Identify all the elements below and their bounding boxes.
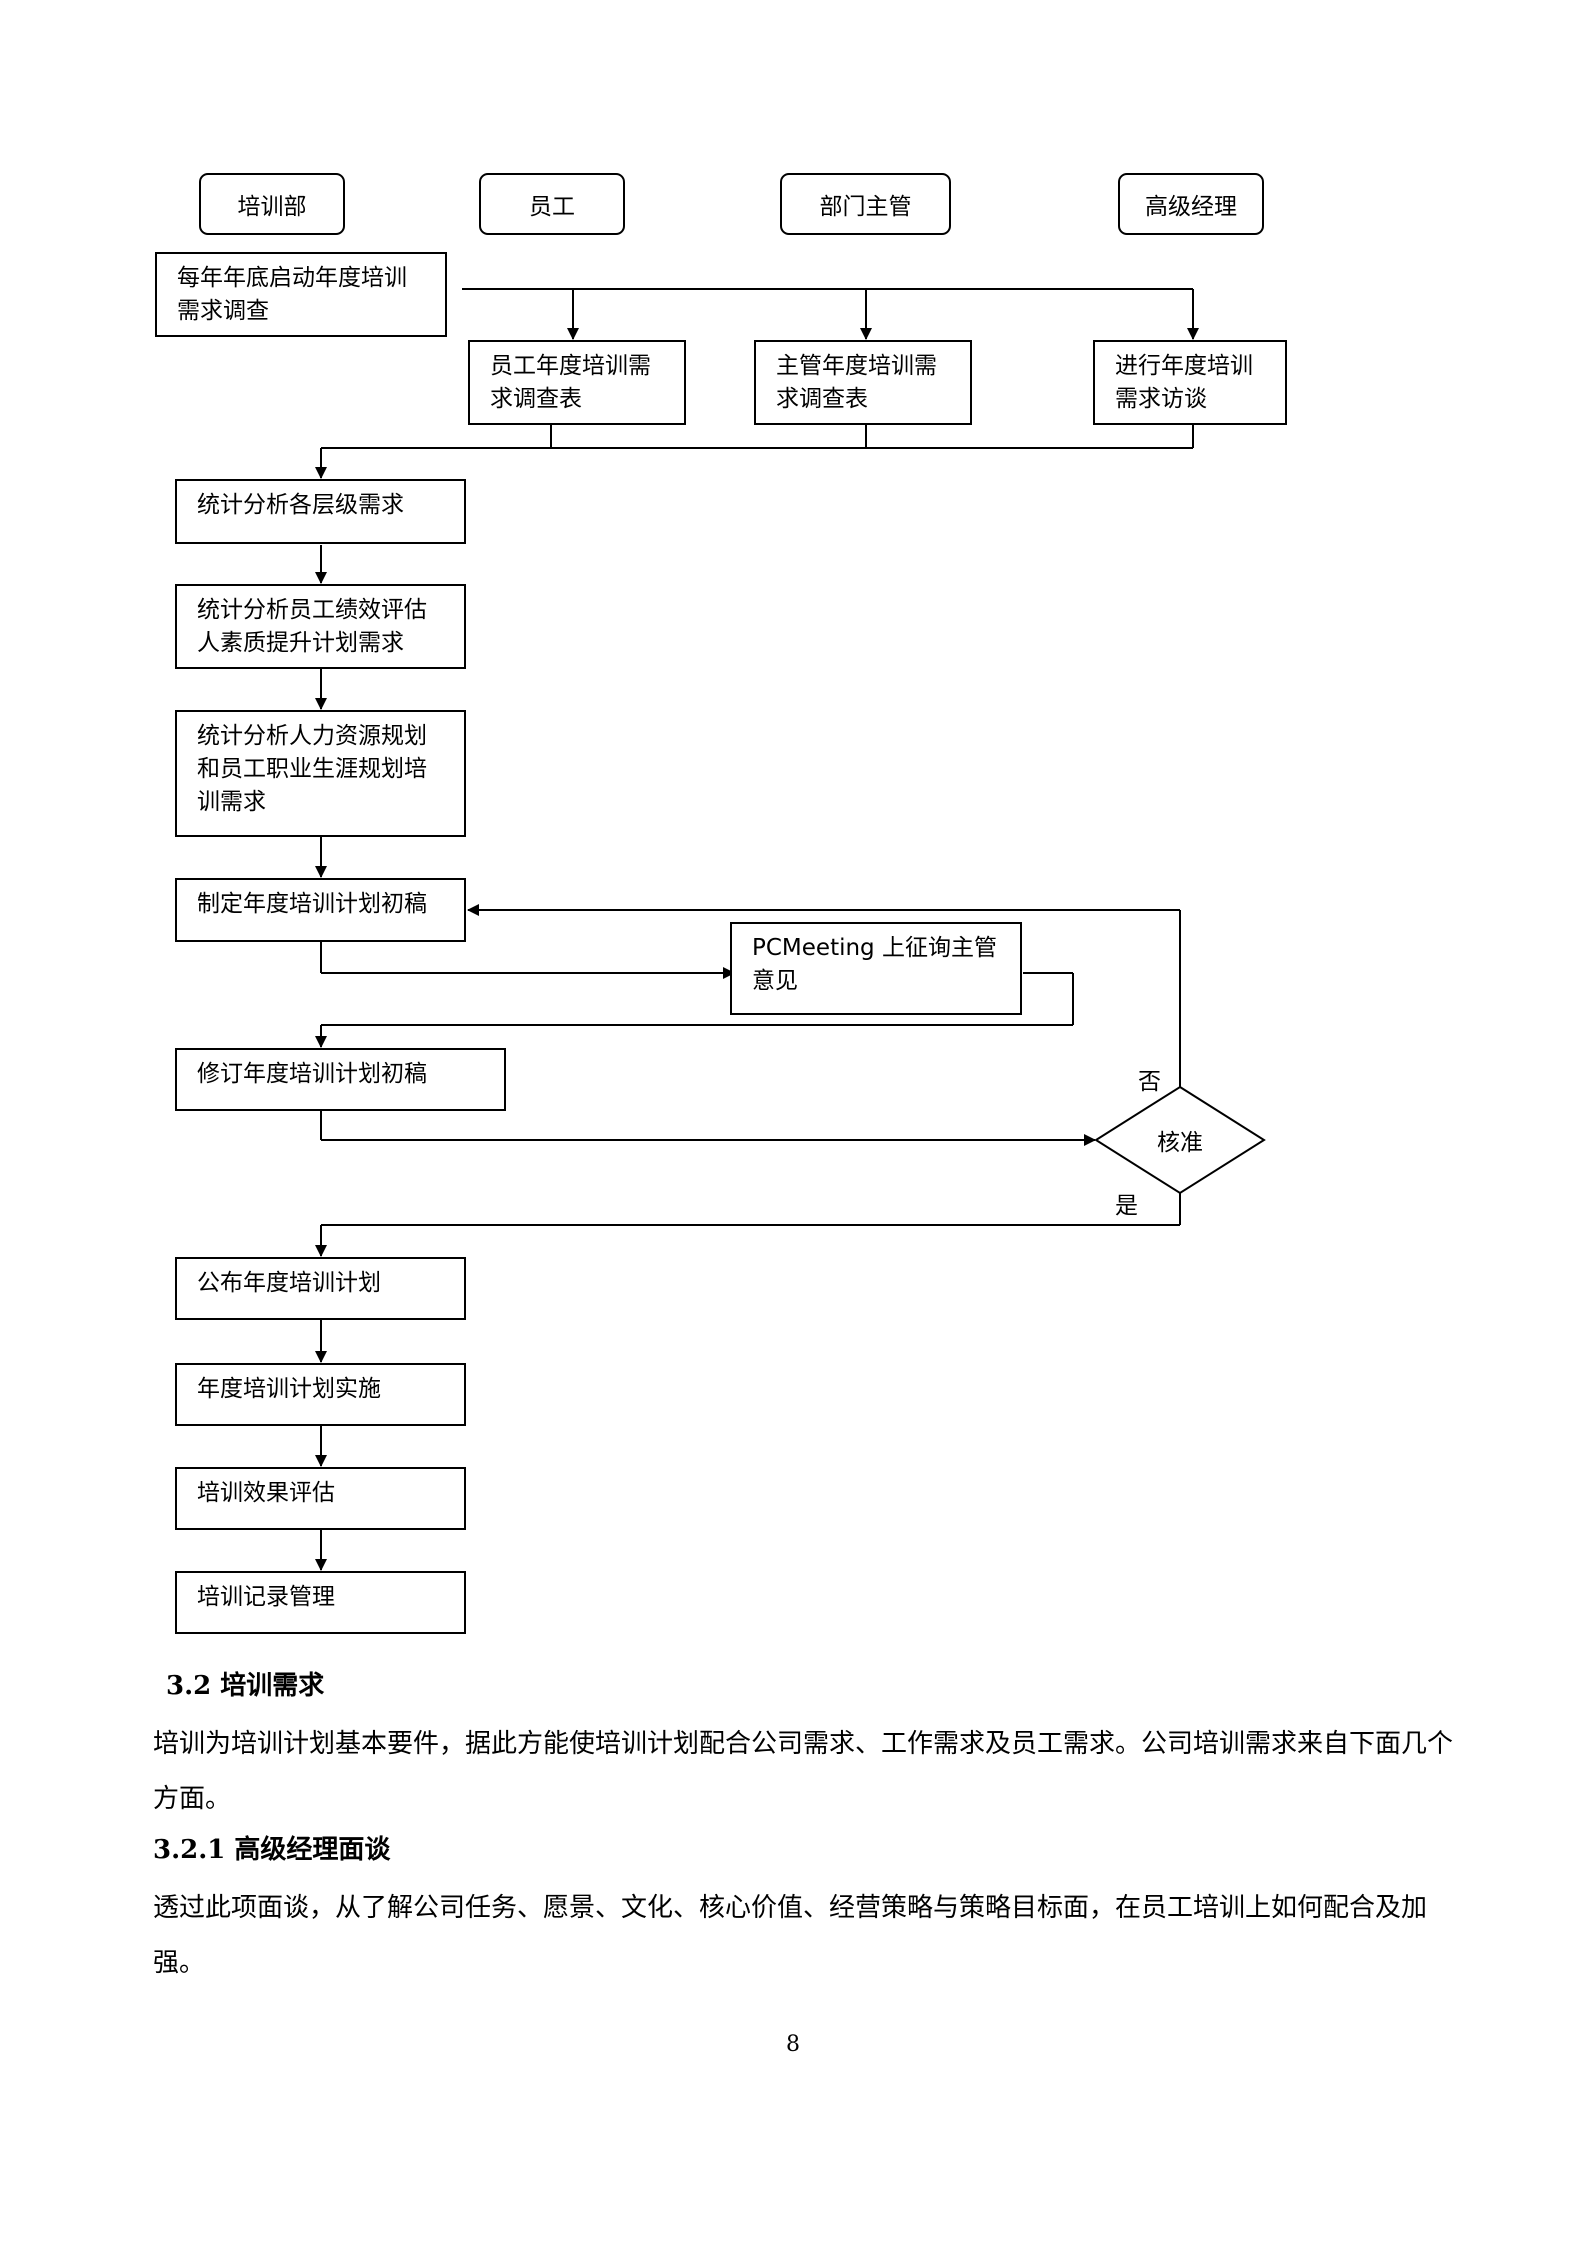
lane-training-dept: 培训部	[199, 173, 345, 235]
node-pcmeeting: PCMeeting 上征询主管意见	[730, 922, 1022, 1015]
section-paragraph-3-2-1: 透过此项面谈，从了解公司任务、愿景、文化、核心价值、经营策略与策略目标面，在员工…	[153, 1893, 1428, 1978]
lane-senior-label: 高级经理	[1145, 194, 1237, 220]
node-implement-plan: 年度培训计划实施	[175, 1363, 466, 1426]
node-revise-plan: 修订年度培训计划初稿	[175, 1048, 506, 1111]
node-analyze-hr-planning: 统计分析人力资源规划和员工职业生涯规划培训需求	[175, 710, 466, 837]
node-analyze-performance: 统计分析员工绩效评估人素质提升计划需求	[175, 584, 466, 669]
section-heading-3-2: 3.2 培训需求	[166, 1671, 325, 1701]
node-manager-survey: 主管年度培训需求调查表	[754, 340, 972, 425]
lane-dept-manager: 部门主管	[780, 173, 951, 235]
section-heading-3-2-1: 3.2.1 高级经理面谈	[153, 1835, 391, 1865]
lane-manager-label: 部门主管	[819, 194, 912, 220]
node-approve-label: 核准	[1157, 1130, 1203, 1156]
lane-employee: 员工	[479, 173, 625, 235]
page-number: 8	[786, 2032, 800, 2057]
edge-label-no: 否	[1138, 1069, 1161, 1095]
node-senior-interview: 进行年度培训需求访谈	[1093, 340, 1287, 425]
lane-employee-label: 员工	[529, 194, 575, 220]
node-draft-plan: 制定年度培训计划初稿	[175, 878, 466, 942]
node-employee-survey: 员工年度培训需求调查表	[468, 340, 686, 425]
edge-label-yes: 是	[1115, 1193, 1138, 1219]
section-paragraph-3-2: 培训为培训计划基本要件，据此方能使培训计划配合公司需求、工作需求及员工需求。公司…	[153, 1729, 1454, 1814]
node-analyze-levels: 统计分析各层级需求	[175, 479, 466, 544]
lane-senior-manager: 高级经理	[1118, 173, 1264, 235]
node-start-survey: 每年年底启动年度培训需求调查	[155, 252, 447, 337]
node-publish-plan: 公布年度培训计划	[175, 1257, 466, 1320]
approve-diamond-shape	[1094, 1085, 1266, 1195]
node-evaluate-training: 培训效果评估	[175, 1467, 466, 1530]
lane-training-label: 培训部	[237, 194, 307, 220]
node-training-records: 培训记录管理	[175, 1571, 466, 1634]
